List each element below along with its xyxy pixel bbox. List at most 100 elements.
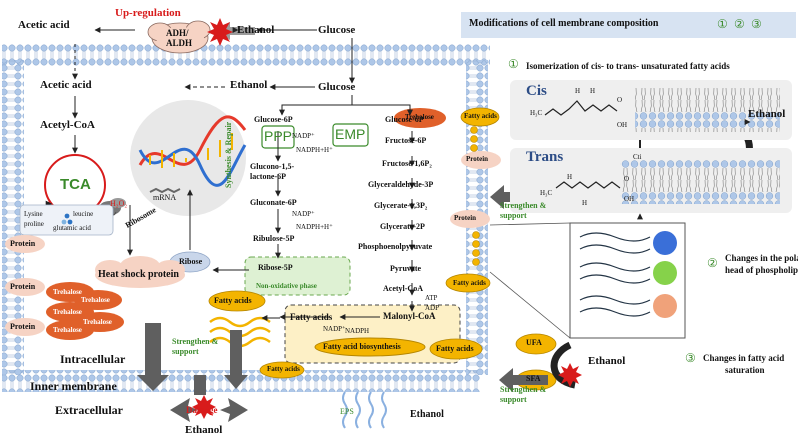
damage-label: Damage — [186, 405, 218, 415]
amino-lysine: Lysine — [24, 210, 43, 218]
iso-title: Isomerization of cis- to trans- unsatura… — [526, 61, 730, 71]
ethanol-right-1: Ethanol — [748, 108, 786, 120]
intracellular-label: Intracellular — [60, 352, 126, 366]
non-oxidative-box — [244, 256, 351, 296]
ribose-label: Ribose — [179, 257, 203, 266]
protein-left-1: Protein — [10, 239, 36, 248]
title-box — [461, 12, 796, 38]
protein-left-3: Protein — [10, 322, 36, 331]
nadp-3: NADP⁺ — [323, 325, 346, 333]
saturation-title-2: saturation — [725, 365, 765, 375]
cis-h-2: H — [590, 87, 596, 95]
emp-step-0: Glucose-6P — [385, 115, 424, 124]
modifications-title: Modifications of cell membrane compositi… — [469, 18, 659, 29]
nadph-3: NADPH — [345, 327, 370, 335]
heat-shock-cloud — [95, 256, 185, 288]
mrna-label: mRNA — [153, 193, 177, 202]
cis-o: O — [617, 96, 623, 104]
circled-1: ① — [508, 57, 519, 71]
cis-molecule — [544, 100, 618, 116]
fatty-acids-membrane-1: Fatty acids — [464, 112, 497, 120]
fatty-acids-bottom: Fatty acids — [267, 365, 300, 373]
cis-label: Cis — [526, 83, 547, 99]
trehalose-5: Trehalose — [53, 326, 82, 334]
acetic-acid-mid: Acetic acid — [40, 79, 92, 91]
protein-right-2: Protein — [454, 214, 477, 222]
emp-step-2: Fructose-1,6P₂ — [382, 159, 432, 168]
nadph-1: NADPH+H⁺ — [296, 146, 333, 154]
emp-step-8: Acetyl-CoA — [383, 284, 423, 293]
trehalose-right: Trehalose — [405, 113, 434, 121]
cti-label: Cti — [633, 153, 642, 161]
non-oxidative-label: Non-oxidative phase — [256, 282, 317, 290]
emp-label: EMP — [335, 126, 366, 142]
circled-3: ③ — [685, 351, 696, 365]
aldh-label: ALDH — [166, 38, 193, 48]
emp-step-3: Glyceraldehyde-3P — [368, 180, 434, 189]
strengthen-right-1a: Strengthen & — [500, 201, 547, 210]
nucleus-circle — [130, 100, 246, 216]
atp-label: ATP — [425, 294, 438, 302]
glucose-top: Glucose — [318, 24, 356, 36]
strengthen-left-2: support — [172, 347, 199, 356]
inner-membrane-label: Inner membrane — [30, 379, 117, 393]
trans-h-2: H — [582, 199, 588, 207]
ethanol-right-3: Ethanol — [588, 355, 626, 367]
trehalose-2: Trehalose — [81, 296, 110, 304]
h2o2-label: H₂O₂ — [110, 199, 128, 208]
heat-shock-label: Heat shock protein — [98, 269, 179, 280]
nadp-2: NADP⁺ — [292, 210, 315, 218]
emp-step-7: Pyruvate — [390, 264, 422, 273]
strengthen-right-2a: Strengthen & — [500, 385, 547, 394]
trans-molecule — [555, 181, 621, 189]
ppp-step-1: Glucono-1,5- — [250, 162, 295, 171]
strengthen-right-1b: support — [500, 211, 527, 220]
adh-label: ADH/ — [166, 28, 189, 38]
trans-oh: OH — [624, 195, 635, 203]
circled-1-title: ① — [717, 17, 728, 31]
emp-step-1: Fructose-6P — [385, 136, 427, 145]
ethanol-bottom: Ethanol — [185, 424, 223, 436]
trehalose-4: Trehalose — [83, 318, 112, 326]
adp-label: ADP — [425, 304, 440, 312]
ppp-step-0: Glucose-6P — [254, 115, 293, 124]
eps-label: EPS — [340, 407, 354, 416]
eps-chains — [342, 391, 387, 429]
fa-biosynthesis-label: Fatty acid biosynthesis — [323, 342, 401, 351]
cis-oh: OH — [617, 121, 628, 129]
ethanol-top: Ethanol — [237, 24, 275, 36]
strengthen-arrows — [137, 22, 548, 422]
protein-left-2: Protein — [10, 282, 36, 291]
cis-h-1: H — [575, 87, 581, 95]
trans-o: O — [624, 175, 630, 183]
ethanol-mid: Ethanol — [230, 79, 268, 91]
trans-label: Trans — [526, 149, 564, 165]
membrane-left — [2, 60, 24, 375]
amino-glutamic: glutamic acid — [53, 224, 91, 232]
trehalose-cluster — [46, 282, 124, 340]
fatty-acids-left: Fatty acids — [214, 296, 252, 305]
acetyl-coa-left: Acetyl-CoA — [40, 119, 95, 131]
circled-2: ② — [707, 256, 718, 270]
amino-acid-box — [19, 204, 114, 236]
ufa-label: UFA — [526, 338, 542, 347]
trans-h-1: H — [567, 173, 573, 181]
trans-lipid-band — [620, 160, 780, 204]
fatty-acids-membrane-2: Fatty acids — [453, 279, 486, 287]
ppp-step-3: Gluconate-6P — [250, 198, 297, 207]
fa-biosynthesis-oval — [314, 337, 426, 357]
head-blue — [653, 231, 677, 255]
ppp-step-5: Ribose-5P — [258, 263, 293, 272]
sfa-label: SFA — [526, 374, 541, 383]
cis-lipid-band — [635, 88, 780, 132]
ppp-step-2: lactone-6P — [250, 172, 286, 181]
fatty-acids-membrane-3: Fatty acids — [436, 344, 474, 353]
membrane-top — [2, 44, 490, 66]
strengthen-right-2b: support — [500, 395, 527, 404]
polarity-title-1: Changes in the polarity — [725, 253, 798, 263]
circled-2-title: ② — [734, 17, 745, 31]
dna-helix — [138, 115, 247, 187]
amino-proline: proline — [24, 220, 44, 228]
emp-step-6: Phosphoenolpyruvate — [358, 242, 433, 251]
